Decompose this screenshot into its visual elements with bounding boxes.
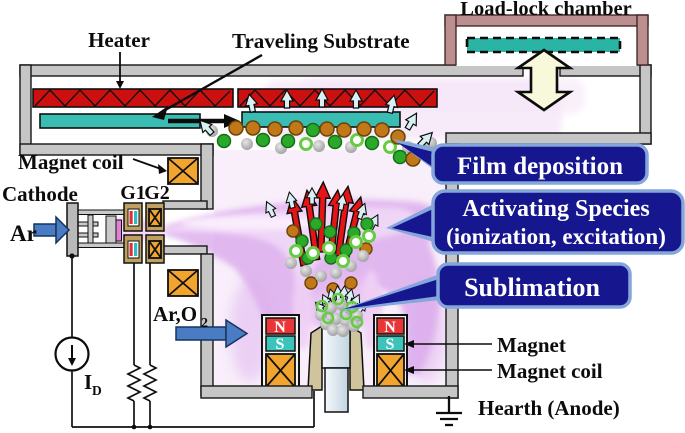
deposition-particles xyxy=(206,120,437,167)
heater-element xyxy=(32,88,438,108)
pole-n-left: N xyxy=(274,319,286,336)
pole-n-right: N xyxy=(384,319,396,336)
label-pointers xyxy=(116,52,492,374)
plasma-particles xyxy=(285,217,376,296)
magnet-assembly-left xyxy=(261,314,300,391)
callout-activating-line1: Activating Species xyxy=(462,196,649,222)
callout-sublimation-label: Sublimation xyxy=(464,273,600,302)
label-gas-main: Ar,O xyxy=(153,302,197,326)
label-magnet: Magnet xyxy=(497,333,566,357)
resistor-icon xyxy=(126,364,142,402)
label-g2: G2 xyxy=(144,182,170,204)
label-traveling-substrate: Traveling Substrate xyxy=(232,29,410,53)
callout-film-deposition: Film deposition xyxy=(393,139,649,185)
callout-activating-line2: (ionization, excitation) xyxy=(446,224,666,249)
load-lock-substrate xyxy=(465,36,622,54)
callout-activating-species: Activating Species (ionization, excitati… xyxy=(386,189,685,255)
callout-film-deposition-label: Film deposition xyxy=(457,153,623,180)
hearth-anode xyxy=(307,321,365,413)
transfer-arrow xyxy=(513,48,575,112)
label-magnet-coil-top: Magnet coil xyxy=(18,150,124,174)
label-load-lock: Load-lock chamber xyxy=(460,0,631,20)
ar-o2-inlet-arrow xyxy=(175,318,249,349)
gun-magnet-coil-top xyxy=(167,157,199,185)
resistor-icon xyxy=(142,364,158,402)
label-ar: Ar xyxy=(10,221,37,246)
label-gas-sub: 2 xyxy=(201,316,208,331)
magnet-assembly-right xyxy=(373,314,408,391)
label-cathode: Cathode xyxy=(2,182,78,206)
ground-icon xyxy=(436,396,462,427)
substrate-travel-arrow xyxy=(168,114,240,128)
label-current-main: I xyxy=(84,370,92,394)
label-current-sub: D xyxy=(92,383,102,398)
grid-electrode-g1 xyxy=(123,202,143,264)
pole-s-left: S xyxy=(276,336,285,353)
label-g1: G1 xyxy=(120,182,146,204)
label-hearth-anode: Hearth (Anode) xyxy=(478,396,620,420)
discharge-circuit xyxy=(54,256,315,430)
cathode-assembly xyxy=(66,202,127,259)
callout-sublimation: Sublimation xyxy=(338,262,632,311)
pole-s-right: S xyxy=(386,336,395,353)
label-magnet-coil-bottom: Magnet coil xyxy=(497,359,603,383)
ar-inlet-arrow xyxy=(33,215,71,245)
gun-magnet-coil-bottom xyxy=(167,269,199,297)
label-heater: Heater xyxy=(88,28,150,52)
grid-electrode-g2 xyxy=(145,202,165,264)
